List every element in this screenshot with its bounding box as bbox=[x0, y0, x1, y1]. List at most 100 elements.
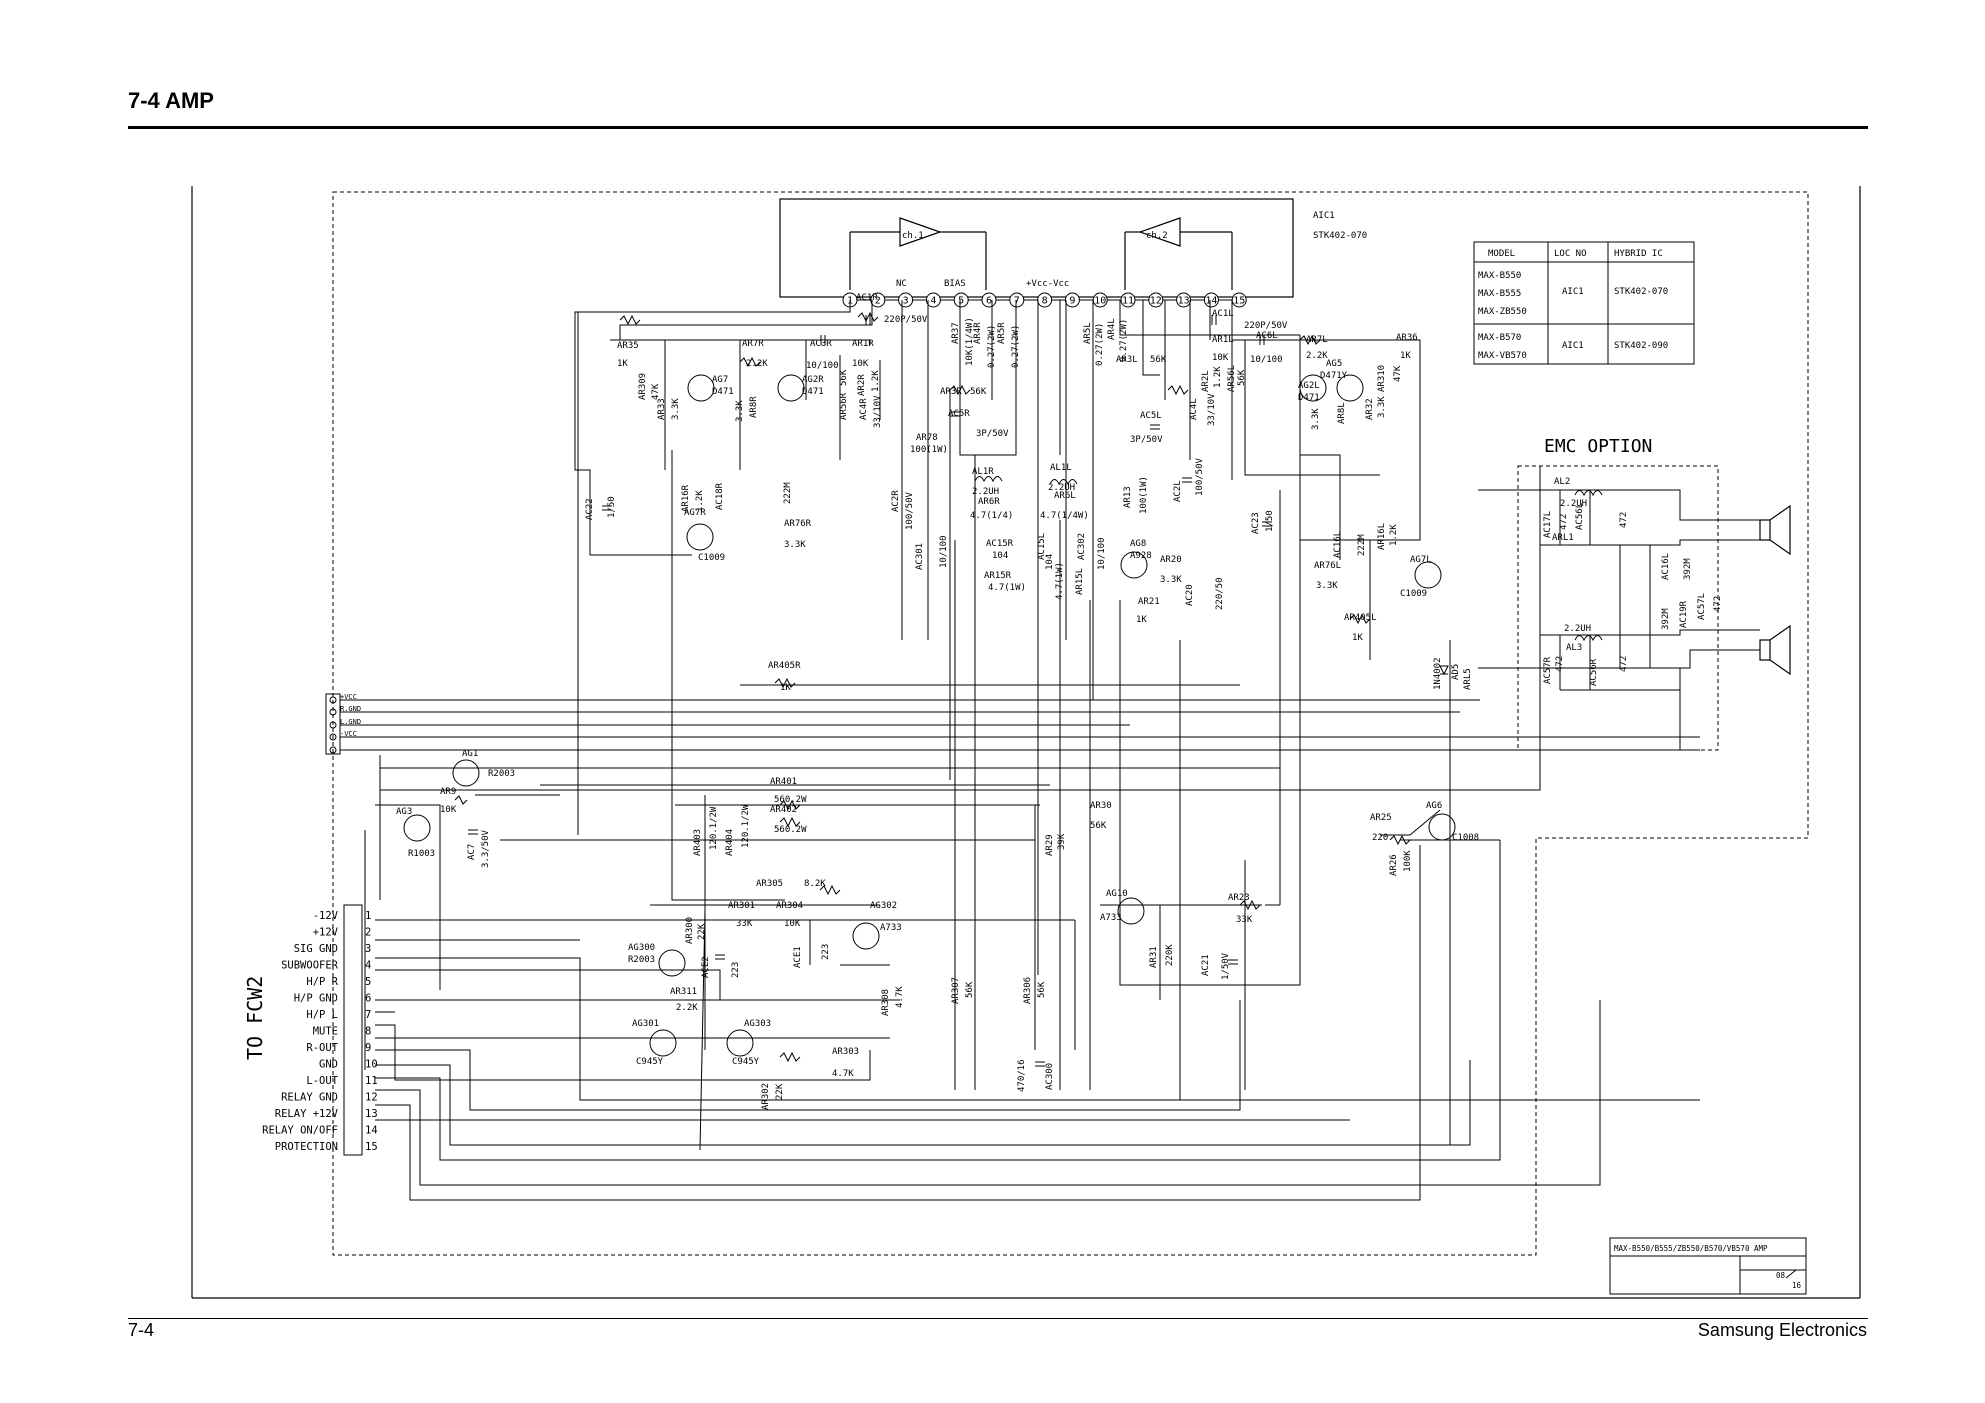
component-label: R1003 bbox=[408, 849, 435, 859]
inductor-icon bbox=[1574, 490, 1603, 497]
component-label: 1.2K bbox=[1213, 366, 1223, 388]
ic-pin-number: 3 bbox=[903, 296, 909, 307]
component-label: 33K bbox=[1236, 915, 1253, 925]
component-label: AR8L bbox=[1337, 402, 1347, 424]
component-label: AR305 bbox=[756, 879, 783, 889]
component-label: C1009 bbox=[1400, 589, 1427, 599]
title-block bbox=[1609, 1237, 1807, 1295]
component-label: AC57R bbox=[1543, 656, 1553, 684]
component-label: 47K bbox=[651, 383, 661, 400]
page-title: 7-4 AMP bbox=[128, 88, 214, 113]
component-label: 472 bbox=[1559, 514, 1569, 530]
component-label: AR5R bbox=[997, 322, 1007, 344]
component-label: AC5R bbox=[948, 409, 970, 419]
component-label: AR78 bbox=[916, 433, 938, 443]
component-label: 1K bbox=[1400, 351, 1411, 361]
fcw2-pin-label: MUTE bbox=[313, 1026, 338, 1038]
component-label: 3.3K bbox=[1316, 581, 1338, 591]
ic-pin-number: 2 bbox=[875, 296, 881, 307]
component-label: 8.2K bbox=[804, 879, 826, 889]
component-label: AG7 bbox=[712, 375, 728, 385]
component-label: AR13 bbox=[1123, 486, 1133, 508]
footer-page-number: 7-4 bbox=[128, 1320, 155, 1340]
fcw2-pin-label: L-OUT bbox=[306, 1075, 338, 1087]
ic-pin-number: 11 bbox=[1122, 296, 1134, 307]
component-label: AC1R bbox=[856, 293, 878, 303]
component-label: AG302 bbox=[870, 901, 897, 911]
capacitor-icon bbox=[602, 505, 612, 511]
component-label: 104 bbox=[1045, 554, 1055, 570]
transistor-icon bbox=[403, 814, 431, 842]
component-label: AR4L bbox=[1107, 318, 1117, 340]
component-label: 0.27(2W) bbox=[987, 325, 997, 368]
fcw2-pin-number: 11 bbox=[365, 1075, 378, 1087]
component-label: 10/100 bbox=[1097, 537, 1107, 570]
table-cell: AIC1 bbox=[1562, 341, 1584, 351]
power-pin-label: L.GND bbox=[340, 718, 361, 726]
component-label: 3.3K bbox=[1311, 408, 1321, 430]
transistor-icon bbox=[777, 374, 805, 402]
fcw2-pin-label: H/P GND bbox=[294, 993, 338, 1005]
inductor-icon bbox=[1574, 635, 1603, 642]
component-label: AR16L bbox=[1377, 523, 1387, 550]
component-label: 4.7(1W) bbox=[1055, 562, 1065, 600]
ch2-label: ch.2 bbox=[1146, 231, 1168, 241]
component-label: AR309 bbox=[638, 373, 648, 400]
power-connector bbox=[325, 693, 341, 755]
component-label: D471 bbox=[1298, 393, 1320, 403]
fcw2-pin-label: R-OUT bbox=[306, 1042, 338, 1054]
power-pin-label: R.GND bbox=[340, 705, 361, 713]
wiring bbox=[340, 300, 1760, 1201]
component-label: 120.1/2W bbox=[709, 806, 719, 850]
header-rule bbox=[128, 126, 1868, 129]
component-label: 472 bbox=[1619, 656, 1629, 672]
component-label: AC6L bbox=[1256, 331, 1278, 341]
table-header-ic: HYBRID IC bbox=[1614, 249, 1663, 259]
component-label: 223 bbox=[731, 962, 741, 978]
fcw2-pin-number: 8 bbox=[365, 1026, 371, 1038]
component-label: 223 bbox=[821, 944, 831, 960]
fcw2-pin-label: RELAY +12V bbox=[275, 1108, 339, 1120]
resistor-icon bbox=[857, 311, 879, 323]
resistor-icon bbox=[1167, 384, 1189, 396]
inductor-icon bbox=[1049, 479, 1078, 486]
component-label: D471 bbox=[802, 387, 824, 397]
fcw2-pin-number: 1 bbox=[365, 910, 371, 922]
fcw2-title: TO FCW2 bbox=[243, 976, 267, 1060]
component-label: AG2L bbox=[1298, 381, 1320, 391]
component-label: 2.2UH bbox=[1560, 499, 1587, 509]
component-label: AR405L bbox=[1344, 613, 1377, 623]
transistor-icon bbox=[852, 922, 880, 950]
ic-pin-number: 5 bbox=[958, 296, 964, 307]
ic-pin-2 bbox=[870, 292, 886, 308]
ic-pin-number: 15 bbox=[1233, 296, 1245, 307]
power-pin-label: +VCC bbox=[340, 693, 357, 701]
component-label: AR7R bbox=[742, 339, 764, 349]
vertical-component-labels: AR309 47K AR33 3.3K 3.3K AR8R AR2R 1.2K … bbox=[467, 317, 1723, 1110]
component-label: 3.3K bbox=[735, 400, 745, 422]
component-label: C945Y bbox=[636, 1057, 664, 1067]
capacitor-icon bbox=[820, 335, 826, 345]
component-label: 3.3K bbox=[1160, 575, 1182, 585]
fcw2-pin-label: H/P L bbox=[306, 1009, 338, 1021]
component-label: 33/10V bbox=[873, 395, 883, 428]
component-label: AC21 bbox=[1201, 954, 1211, 976]
component-label: 3P/50V bbox=[976, 429, 1009, 439]
component-label: AR401 bbox=[770, 777, 797, 787]
component-label: 10/100 bbox=[939, 535, 949, 568]
component-label: ACE2 bbox=[701, 956, 711, 978]
vcc-label: +Vcc-Vcc bbox=[1026, 279, 1069, 289]
table-header-loc: LOC NO bbox=[1554, 249, 1587, 259]
component-label: 1.2K bbox=[871, 370, 881, 392]
capacitor-icon bbox=[1035, 1061, 1045, 1067]
component-label: AC17L bbox=[1543, 511, 1553, 538]
component-label: AR402 bbox=[770, 805, 797, 815]
component-label: AC22 bbox=[585, 498, 595, 520]
component-label: AR4R bbox=[973, 322, 983, 344]
component-label: AR9 bbox=[440, 787, 456, 797]
inductor-icon bbox=[974, 476, 1003, 483]
fcw2-pin-number: 14 bbox=[365, 1125, 378, 1137]
emc-option-title: EMC OPTION bbox=[1544, 436, 1652, 457]
capacitor-icon bbox=[1211, 315, 1217, 325]
resistor-icon bbox=[454, 795, 468, 805]
